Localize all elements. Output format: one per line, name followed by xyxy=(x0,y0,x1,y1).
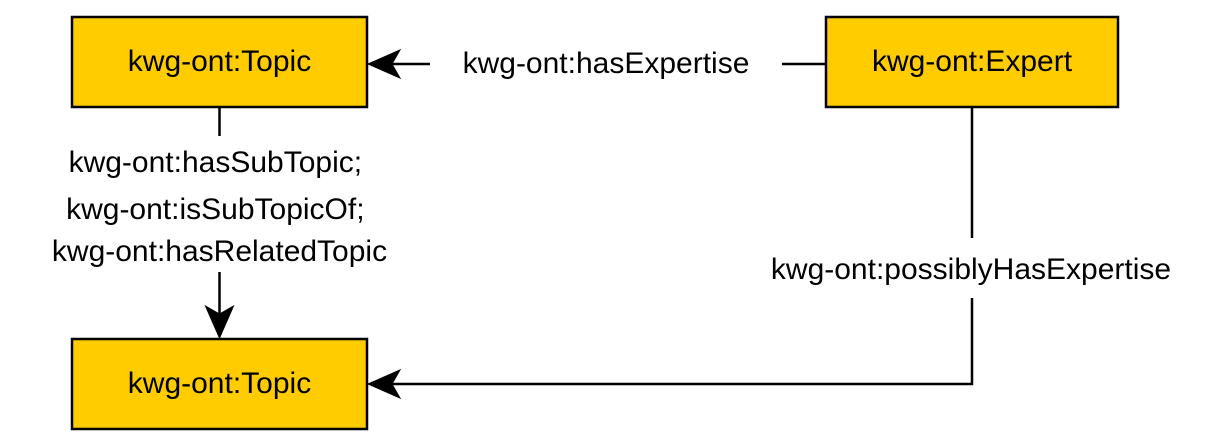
edge-has-expertise: kwg-ont:hasExpertise xyxy=(366,47,826,80)
edge-has-expertise-label: kwg-ont:hasExpertise xyxy=(463,47,750,80)
node-topic-top: kwg-ont:Topic xyxy=(70,15,369,109)
node-expert-box xyxy=(824,15,1120,109)
edge-topic-relations-label-line-1: kwg-ont:hasSubTopic; xyxy=(69,146,363,179)
edge-topic-relations-arrow-head xyxy=(204,304,235,340)
edge-topic-relations-label: kwg-ont:hasSubTopic; kwg-ont:isSubTopicO… xyxy=(52,146,387,268)
edge-possibly-has-expertise-arrow-head xyxy=(366,368,402,400)
node-topic-bottom-label: kwg-ont:Topic xyxy=(128,367,311,400)
node-topic-top-box xyxy=(70,15,369,109)
node-expert: kwg-ont:Expert xyxy=(824,15,1120,109)
edge-topic-relations-label-line-2: kwg-ont:isSubTopicOf; xyxy=(66,193,364,226)
edge-has-expertise-arrow-head xyxy=(366,48,402,80)
node-topic-bottom: kwg-ont:Topic xyxy=(70,337,369,431)
edge-possibly-has-expertise-line-bottom xyxy=(382,298,974,386)
edge-topic-relations: kwg-ont:hasSubTopic; kwg-ont:isSubTopicO… xyxy=(52,107,387,340)
edge-possibly-has-expertise-label: kwg-ont:possiblyHasExpertise xyxy=(771,253,1171,286)
node-topic-top-label: kwg-ont:Topic xyxy=(128,45,311,78)
edge-topic-relations-label-line-3: kwg-ont:hasRelatedTopic xyxy=(52,235,387,268)
edge-possibly-has-expertise: kwg-ont:possiblyHasExpertise xyxy=(366,107,1171,400)
node-expert-label: kwg-ont:Expert xyxy=(872,45,1073,78)
